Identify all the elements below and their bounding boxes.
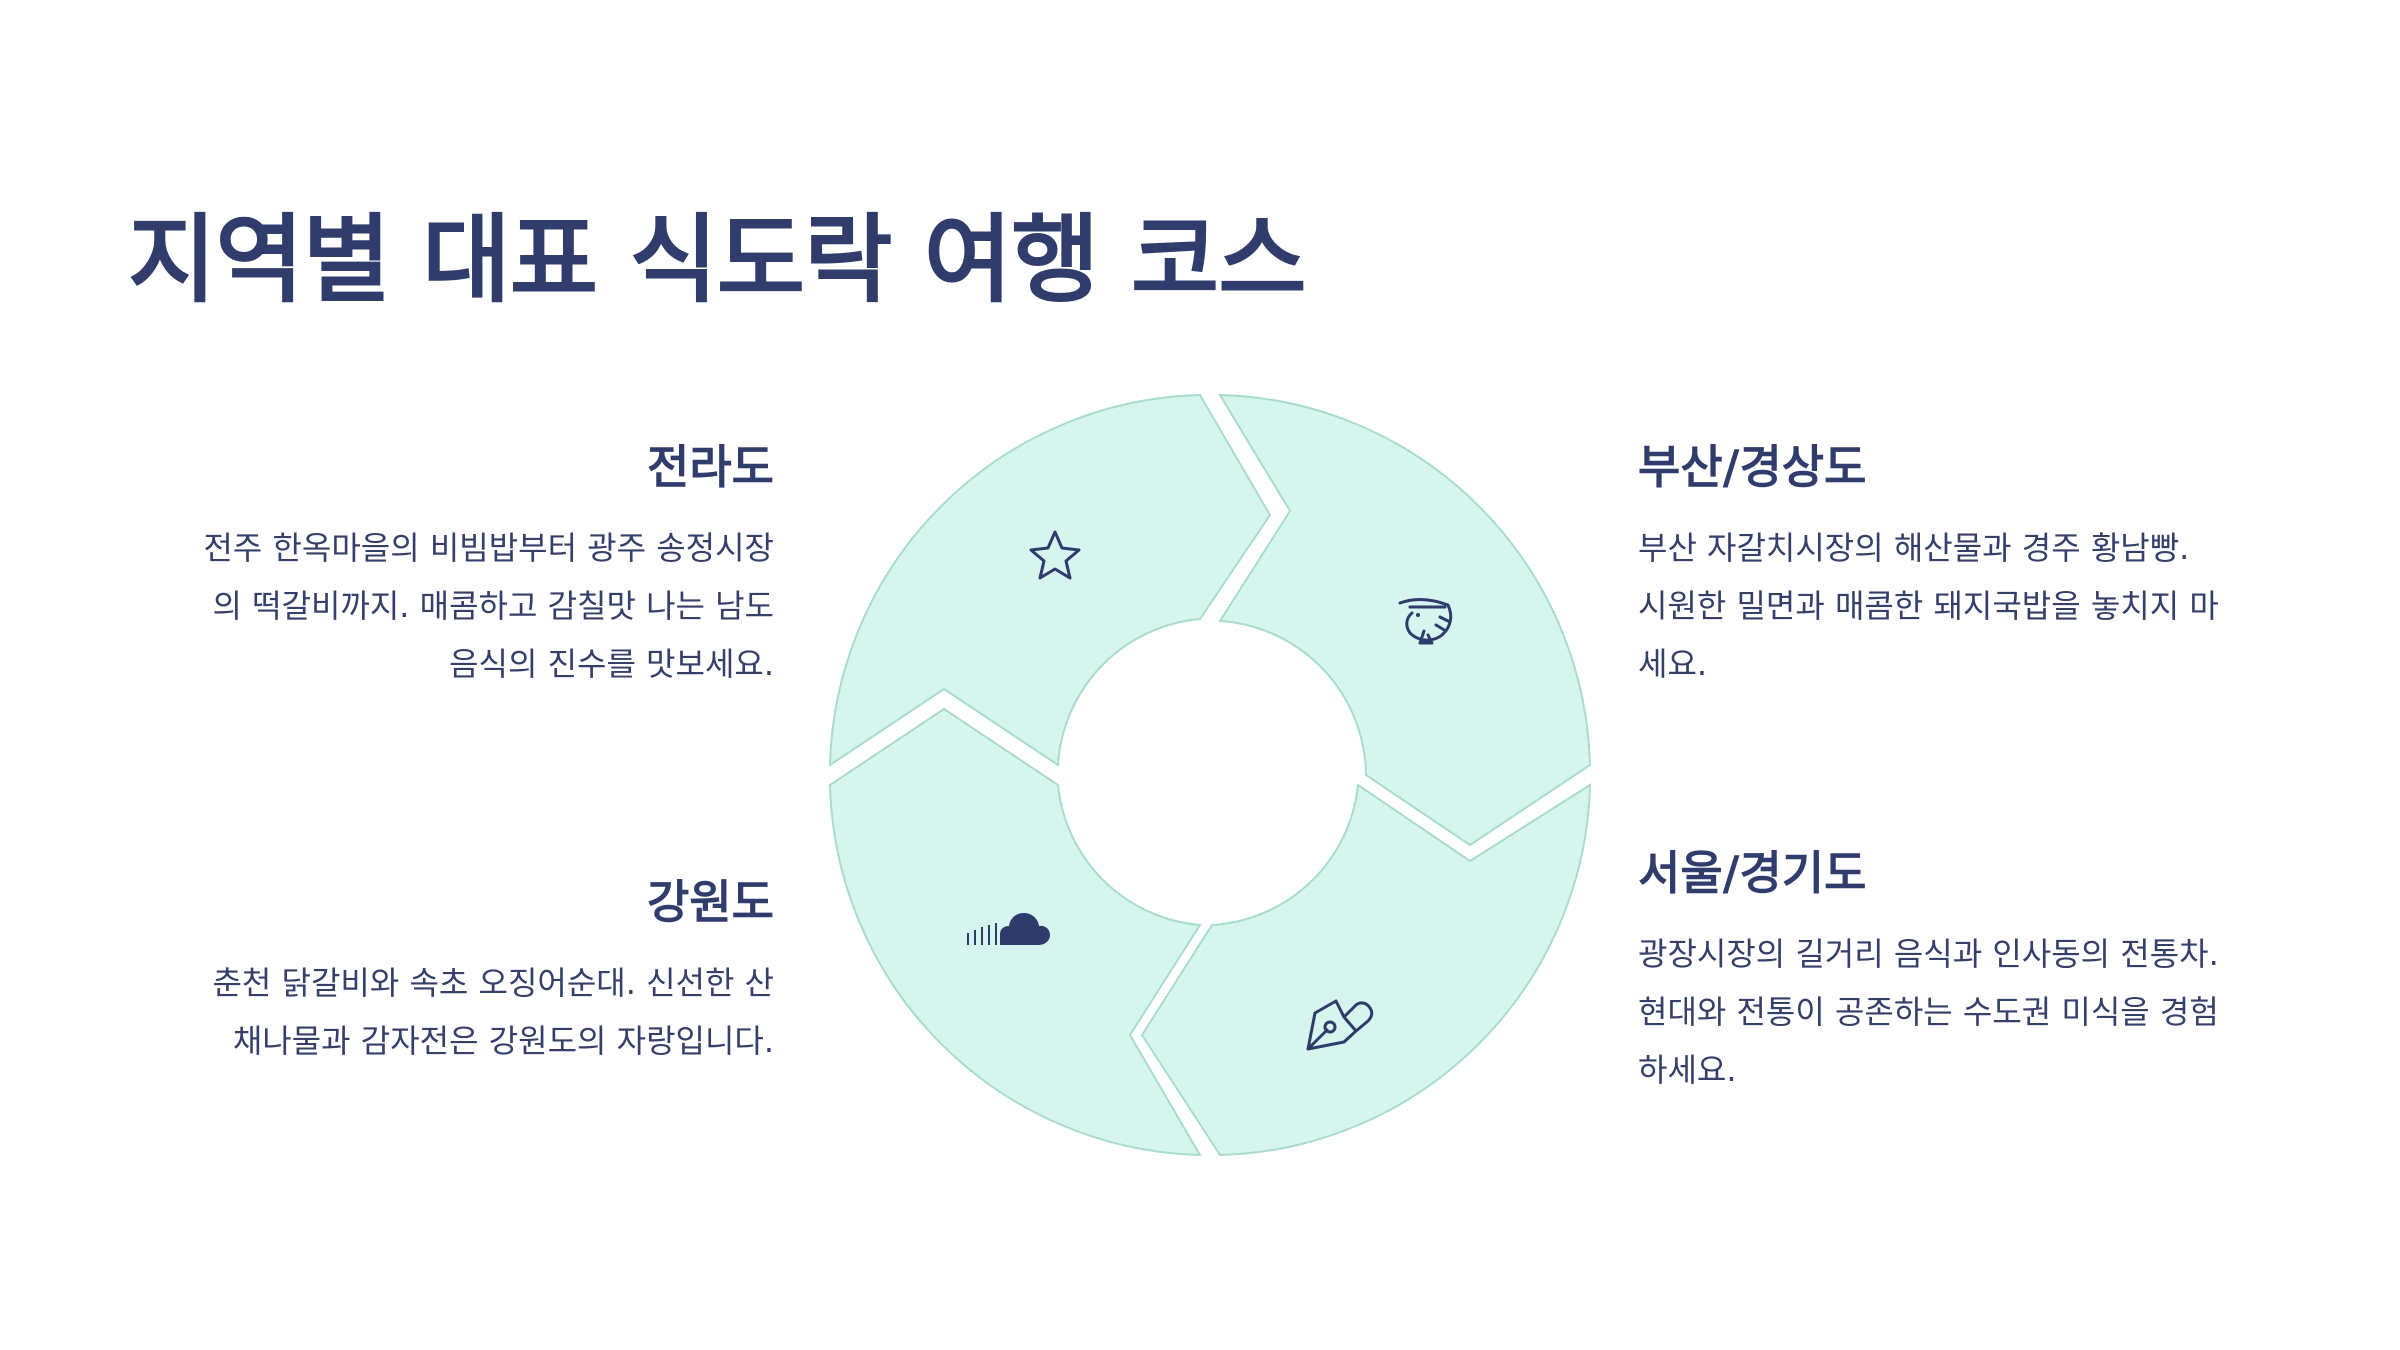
- cycle-diagram: [828, 393, 1592, 1157]
- region-title-busan: 부산/경상도: [1638, 440, 1867, 494]
- description-line: 현대와 전통이 공존하는 수도권 미식을 경험: [1638, 993, 2219, 1031]
- segment-top-left: [828, 393, 1272, 767]
- segment-bottom-right: [1140, 783, 1592, 1157]
- pen-nib-icon: [1306, 999, 1374, 1051]
- shrimp-icon: [1398, 597, 1453, 645]
- description-line: 부산 자갈치시장의 해산물과 경주 황남빵.: [1638, 529, 2190, 567]
- region-description-gangwon: 춘천 닭갈비와 속초 오징어순대. 신선한 산 채나물과 감자전은 강원도의 자…: [124, 954, 774, 1070]
- page-title: 지역별 대표 식도락 여행 코스: [128, 204, 1307, 316]
- description-line: 음식의 진수를 맛보세요.: [449, 645, 774, 683]
- region-title-seoul: 서울/경기도: [1638, 846, 1867, 900]
- description-line: 전주 한옥마을의 비빔밥부터 광주 송정시장: [203, 529, 774, 567]
- description-line: 의 떡갈비까지. 매콤하고 감칠맛 나는 남도: [212, 587, 774, 625]
- region-title-jeolla: 전라도: [647, 440, 774, 494]
- description-line: 춘천 닭갈비와 속초 오징어순대. 신선한 산: [212, 964, 774, 1002]
- region-description-jeolla: 전주 한옥마을의 비빔밥부터 광주 송정시장 의 떡갈비까지. 매콤하고 감칠맛…: [124, 519, 774, 693]
- region-block-seoul: 서울/경기도 광장시장의 길거리 음식과 인사동의 전통차. 현대와 전통이 공…: [1638, 843, 2288, 1099]
- region-description-seoul: 광장시장의 길거리 음식과 인사동의 전통차. 현대와 전통이 공존하는 수도권…: [1638, 925, 2288, 1099]
- description-line: 하세요.: [1638, 1051, 1737, 1089]
- region-block-gangwon: 강원도 춘천 닭갈비와 속초 오징어순대. 신선한 산 채나물과 감자전은 강원…: [124, 872, 774, 1070]
- star-icon: [1029, 530, 1081, 580]
- region-title-gangwon: 강원도: [647, 875, 774, 929]
- description-line: 채나물과 감자전은 강원도의 자랑입니다.: [232, 1022, 774, 1060]
- region-block-busan: 부산/경상도 부산 자갈치시장의 해산물과 경주 황남빵. 시원한 밀면과 매콤…: [1638, 437, 2288, 693]
- region-block-jeolla: 전라도 전주 한옥마을의 비빔밥부터 광주 송정시장 의 떡갈비까지. 매콤하고…: [124, 437, 774, 693]
- segment-top-right: [1218, 393, 1592, 847]
- description-line: 광장시장의 길거리 음식과 인사동의 전통차.: [1638, 935, 2219, 973]
- cloud-icon: [967, 913, 1050, 945]
- description-line: 세요.: [1638, 645, 1708, 683]
- region-description-busan: 부산 자갈치시장의 해산물과 경주 황남빵. 시원한 밀면과 매콤한 돼지국밥을…: [1638, 519, 2288, 693]
- description-line: 시원한 밀면과 매콤한 돼지국밥을 놓치지 마: [1638, 587, 2219, 625]
